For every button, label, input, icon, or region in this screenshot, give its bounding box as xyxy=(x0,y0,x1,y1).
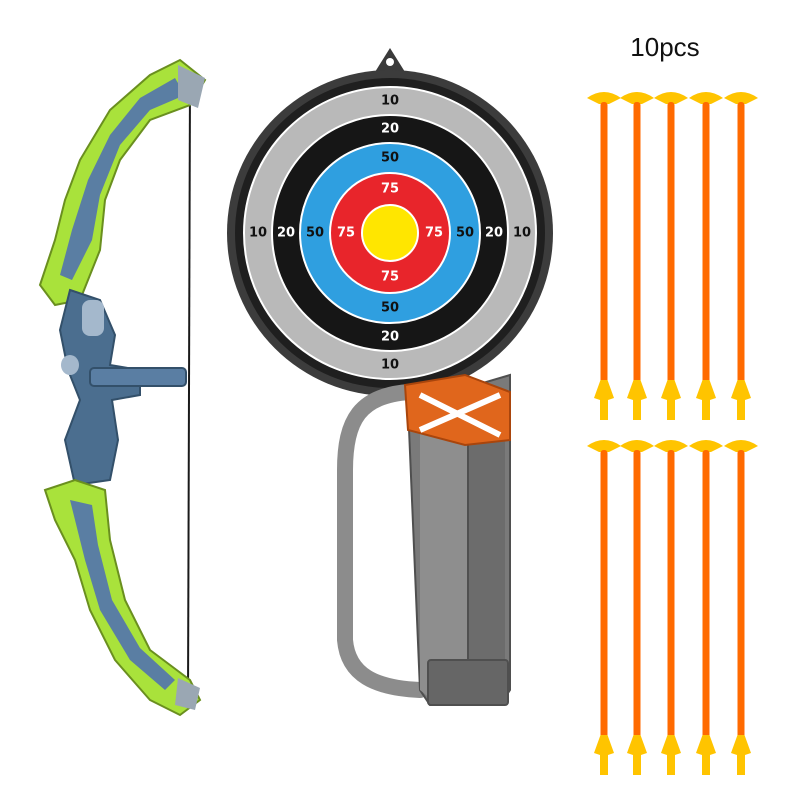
arrow-shaft xyxy=(702,450,710,745)
suction-arrow xyxy=(587,440,621,775)
target-ring-5 xyxy=(361,204,419,262)
suction-arrows xyxy=(587,92,758,775)
suction-cup xyxy=(654,92,688,104)
suction-arrow xyxy=(654,92,688,420)
grip-panel xyxy=(82,300,104,336)
suction-arrow xyxy=(620,92,654,420)
arrow-quiver xyxy=(337,373,511,706)
arrow-fletching xyxy=(731,735,751,775)
suction-arrow xyxy=(689,440,723,775)
quiver-tube-back xyxy=(468,395,505,700)
ring-score-label-top: 50 xyxy=(381,151,399,166)
arrow-shaft xyxy=(600,102,608,390)
arrow-fletching xyxy=(627,380,647,420)
ring-score-label-bottom: 50 xyxy=(381,301,399,316)
arrow-fletching xyxy=(594,735,614,775)
quiver-band-cross xyxy=(418,392,502,438)
suction-cup xyxy=(620,440,654,452)
ring-score-label-right: 50 xyxy=(456,226,474,241)
arrow-fletching xyxy=(696,735,716,775)
suction-cup xyxy=(587,440,621,452)
bow-string xyxy=(187,79,191,701)
ring-score-label-left: 10 xyxy=(249,226,267,241)
ring-score-label-bottom: 75 xyxy=(381,270,399,285)
ring-score-label-left: 20 xyxy=(277,226,295,241)
suction-arrow xyxy=(689,92,723,420)
arrow-shaft xyxy=(633,102,641,390)
ring-score-label-right: 20 xyxy=(485,226,503,241)
arrow-fletching xyxy=(627,735,647,775)
arrow-shaft xyxy=(737,102,745,390)
ring-score-label-bottom: 10 xyxy=(381,358,399,373)
arrow-shaft xyxy=(667,450,675,745)
arrow-shaft xyxy=(600,450,608,745)
ring-score-label-left: 50 xyxy=(306,226,324,241)
toy-bow xyxy=(38,58,207,717)
arrow-fletching xyxy=(661,735,681,775)
bow-riser xyxy=(58,288,141,487)
arrow-fletching xyxy=(594,380,614,420)
suction-arrow xyxy=(620,440,654,775)
suction-arrow xyxy=(724,92,758,420)
hanger-hole xyxy=(386,58,394,66)
ring-score-label-top: 20 xyxy=(381,122,399,137)
arrow-fletching xyxy=(696,380,716,420)
limb-cap-bottom xyxy=(175,678,200,710)
suction-cup xyxy=(724,440,758,452)
suction-arrow xyxy=(724,440,758,775)
bow-lower-limb-inlay xyxy=(70,500,175,690)
quiver-base xyxy=(427,659,509,706)
suction-cup xyxy=(689,440,723,452)
suction-cup xyxy=(689,92,723,104)
pieces-count-caption: 10pcs xyxy=(630,32,700,62)
ring-score-label-top: 75 xyxy=(381,182,399,197)
arrow-rest xyxy=(89,367,187,387)
suction-cup xyxy=(587,92,621,104)
arrow-shaft xyxy=(702,102,710,390)
suction-arrow xyxy=(587,92,621,420)
suction-cup xyxy=(724,92,758,104)
arrow-shaft xyxy=(667,102,675,390)
suction-cup xyxy=(620,92,654,104)
arrow-fletching xyxy=(731,380,751,420)
arrow-shaft xyxy=(633,450,641,745)
grip-button xyxy=(61,355,79,375)
bow-lower-limb xyxy=(43,478,202,717)
target-board: 10 10 10 10 20 20 20 20 50 50 50 50 75 75 75 75 xyxy=(227,48,553,396)
ring-score-label-top: 10 xyxy=(381,94,399,109)
limb-cap-top xyxy=(178,65,205,108)
ring-score-label-right: 10 xyxy=(513,226,531,241)
bow-upper-limb-inlay xyxy=(60,78,185,280)
suction-cup xyxy=(654,440,688,452)
ring-score-label-right: 75 xyxy=(425,226,443,241)
ring-score-label-left: 75 xyxy=(337,226,355,241)
ring-score-label-bottom: 20 xyxy=(381,330,399,345)
arrow-shaft xyxy=(737,450,745,745)
quiver-strap xyxy=(337,384,428,698)
quiver-tube-front xyxy=(420,410,468,700)
suction-arrow xyxy=(654,440,688,775)
arrow-fletching xyxy=(661,380,681,420)
